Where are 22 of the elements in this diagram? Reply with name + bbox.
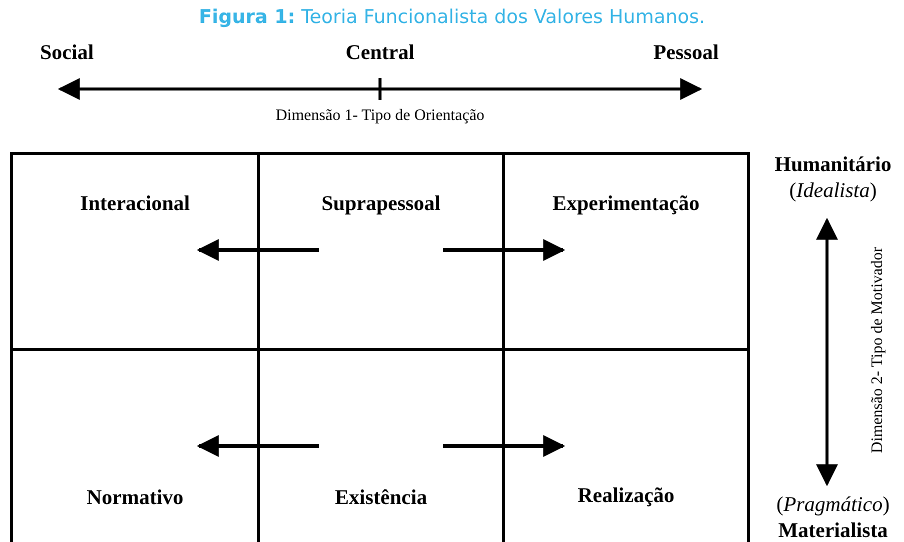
cell-label: Suprapessoal (320, 191, 442, 216)
arrow (443, 435, 566, 457)
arrow (443, 239, 566, 261)
cell-label: Realização (576, 483, 676, 508)
cell-label: Normativo (86, 485, 184, 510)
grid-cell (502, 152, 750, 351)
axis-end-label: Materialista (778, 518, 888, 542)
arrow (196, 435, 319, 457)
axis-center-label: Central (346, 40, 414, 65)
figure-title: Figura 1: Teoria Funcionalista dos Valores Humanos. (198, 6, 706, 28)
axis-title: Dimensão 1- Tipo de Orientação (276, 107, 484, 125)
axis-end-label: Humanitário (774, 152, 892, 177)
arrow (196, 239, 319, 261)
axis-end-label: (Idealista) (789, 178, 877, 203)
axis-title: Dimensão 2- Tipo de Motivador (869, 246, 887, 454)
cell-label: Experimentação (552, 191, 700, 216)
grid-cell (10, 152, 260, 351)
cell-label: Interacional (79, 191, 191, 216)
axis-end-label: Pessoal (653, 40, 719, 65)
axis-end-label: Social (40, 40, 94, 65)
axis-end-label: (Pragmático) (776, 492, 890, 517)
cell-label: Existência (334, 485, 428, 510)
